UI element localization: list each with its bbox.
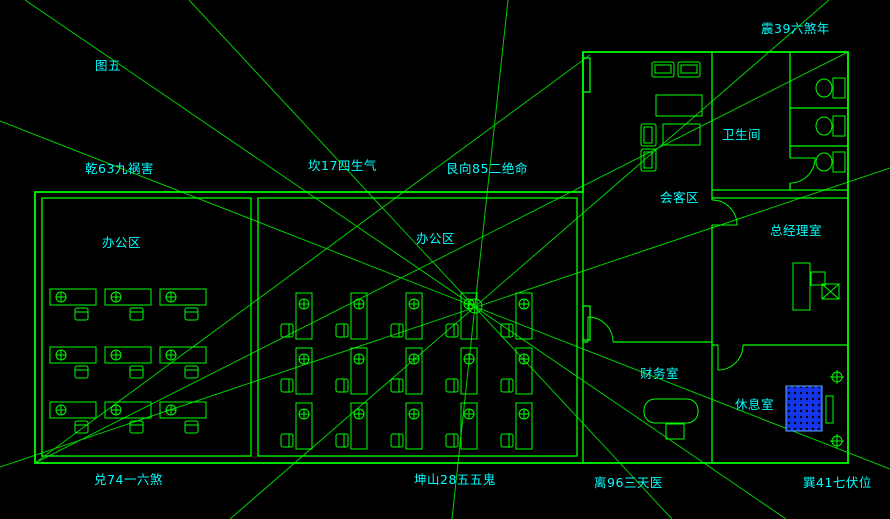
workstation [445, 402, 478, 450]
finance-desk [643, 398, 699, 440]
monitor-icon [821, 283, 840, 300]
label-direction-gen: 艮向85二绝命 [446, 161, 528, 176]
chair [810, 271, 826, 286]
toilet-icon [815, 77, 846, 99]
label-direction-li: 离96三天医 [594, 475, 663, 490]
coffee-table [662, 123, 701, 146]
workstation [335, 402, 368, 450]
armchair [677, 61, 701, 78]
label-room-finance: 财务室 [640, 366, 680, 381]
label-direction-zhen: 震39六煞年 [761, 21, 830, 36]
workstation [390, 292, 423, 340]
label-room-rest: 休息室 [735, 397, 775, 412]
label-direction-xun: 巽41七伏位 [803, 475, 872, 490]
faucet-icon [829, 369, 845, 385]
workstation [104, 288, 152, 321]
label-room-bathroom: 卫生间 [722, 127, 762, 142]
workstation [500, 292, 533, 340]
figure-title: 图五 [95, 58, 122, 73]
rest-room-fixtures [785, 369, 845, 449]
workstation [280, 292, 313, 340]
label-room-meeting: 会客区 [660, 190, 700, 205]
reception-desk [643, 398, 699, 424]
workstation [49, 346, 97, 379]
workstation [500, 402, 533, 450]
label-direction-qian: 乾63九祸害 [85, 161, 154, 176]
workstation [500, 347, 533, 395]
desk [792, 262, 811, 311]
workstation [159, 401, 207, 434]
workstation [159, 346, 207, 379]
sofa [655, 94, 703, 117]
label-room-office-center: 办公区 [416, 231, 456, 246]
manager-desk [792, 262, 840, 311]
center-hub [467, 298, 483, 314]
partition [825, 395, 834, 424]
label-room-office-left: 办公区 [102, 235, 142, 250]
workstation [335, 347, 368, 395]
workstation [159, 288, 207, 321]
toilet-fixtures [815, 77, 846, 173]
shower-area [785, 385, 823, 432]
center-office-desks [280, 292, 533, 450]
workstation [390, 347, 423, 395]
toilet-icon [815, 115, 846, 137]
label-direction-kan: 坎17四生气 [308, 158, 377, 173]
toilet-icon [815, 151, 846, 173]
workstation [49, 401, 97, 434]
workstation [280, 402, 313, 450]
armchair [640, 123, 657, 147]
door-arcs [587, 157, 816, 371]
armchair [651, 61, 675, 78]
workstation [445, 347, 478, 395]
workstation [335, 292, 368, 340]
cabinet [665, 423, 685, 440]
workstation [390, 402, 423, 450]
left-office-desks [49, 288, 207, 434]
workstation [49, 288, 97, 321]
label-direction-dui: 兑74一六煞 [94, 472, 163, 487]
workstation [104, 401, 152, 434]
walls [34, 51, 849, 464]
label-direction-kun: 坤山28五五鬼 [414, 472, 496, 487]
meeting-room-furniture [640, 61, 703, 172]
label-room-manager: 总经理室 [770, 223, 823, 238]
workstation [104, 346, 152, 379]
